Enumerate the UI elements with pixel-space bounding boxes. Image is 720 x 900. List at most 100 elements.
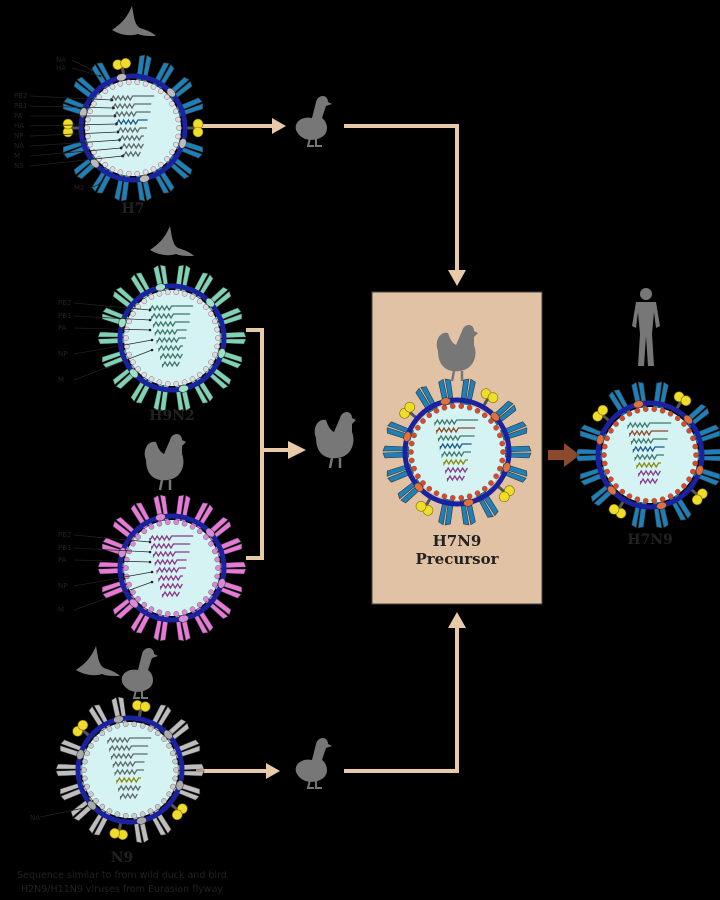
final-arrow <box>548 443 580 467</box>
viral-core <box>602 407 698 503</box>
rna-segment <box>436 426 476 435</box>
arrowheads <box>266 118 466 779</box>
rna-segment <box>630 437 668 446</box>
viral-core <box>82 722 178 818</box>
gene-label: M <box>58 606 64 614</box>
rna-segment <box>110 94 155 103</box>
rna-segment <box>632 445 665 454</box>
rna-segment <box>110 752 148 761</box>
neuraminidase-spike <box>132 699 151 722</box>
neuraminidase-spike <box>183 118 204 138</box>
rna-segment <box>154 558 187 567</box>
arrowhead <box>564 443 580 467</box>
rna-segment <box>634 453 664 462</box>
neuraminidase-spike <box>673 391 692 413</box>
label-h7: H7 <box>122 201 145 217</box>
viral-envelope <box>117 513 227 623</box>
rna-segment <box>437 434 475 443</box>
rna-segment <box>158 574 183 583</box>
rna-segment <box>116 776 141 785</box>
rna-segment <box>156 336 186 345</box>
arrowhead <box>288 441 306 459</box>
gene-label: PB2 <box>58 299 71 307</box>
rna-segment <box>118 784 141 793</box>
arrowhead <box>448 270 466 286</box>
virus-h9n2-variant <box>97 494 247 642</box>
rna-segment <box>161 360 180 369</box>
gene-label: M <box>58 376 64 384</box>
rna-segment <box>119 134 144 143</box>
arrowhead <box>266 763 280 779</box>
rna-segment <box>152 320 190 329</box>
gene-label: M <box>14 152 20 160</box>
rna-segment <box>443 458 468 467</box>
rna-segment <box>636 461 661 470</box>
note-line-2: H2N9/H11N9 viruses from Eurasian flyway <box>21 884 223 895</box>
rna-segment <box>627 421 672 430</box>
gene-label: PA <box>58 556 67 564</box>
bird-icon <box>76 646 120 676</box>
gene-label: NS <box>14 162 24 170</box>
gene-label: PB2 <box>58 531 71 539</box>
viral-envelope <box>75 715 185 825</box>
gene-label: PB1 <box>58 544 71 552</box>
rna-segment <box>112 760 145 769</box>
label-precursor-subtitle: Precursor <box>415 550 499 568</box>
rna-segment <box>149 534 194 543</box>
virus-h9n2 <box>97 264 247 412</box>
virus-h7n9 <box>575 381 720 529</box>
gene-label: PB2 <box>14 92 27 100</box>
rna-segment <box>109 744 149 753</box>
viral-envelope <box>78 73 188 183</box>
viral-envelope <box>595 400 705 510</box>
virus-h7n9-precursor <box>382 378 532 526</box>
gene-label: NA <box>56 56 66 64</box>
note-line-1: Sequence similar to from wild duck and b… <box>17 870 227 881</box>
rna-segment <box>434 418 479 427</box>
bird-icon <box>112 6 156 36</box>
viral-envelope <box>117 283 227 393</box>
rna-segment <box>122 150 141 159</box>
chicken-icon <box>143 432 188 492</box>
rna-segment <box>149 304 194 313</box>
gene-label: NA <box>30 814 40 822</box>
arrowhead <box>272 118 286 134</box>
gene-label: NP <box>58 582 67 590</box>
rna-segment <box>629 429 669 438</box>
rna-segment <box>638 469 661 478</box>
rna-segment <box>151 542 191 551</box>
rna-segment <box>441 450 471 459</box>
n9-gene-label: NA <box>30 807 85 822</box>
gene-label: HA <box>56 64 66 72</box>
rna-segment <box>160 582 183 591</box>
arrow-duck-to-precursor-bottom <box>344 628 459 773</box>
gene-label: HA <box>14 122 24 130</box>
gene-label: NP <box>14 132 23 140</box>
rna-segment <box>639 477 658 486</box>
bracket-internal-genes <box>246 328 264 560</box>
rna-segment <box>446 474 465 483</box>
label-h9n2: H9N2 <box>149 408 195 424</box>
bird-icon <box>150 226 194 256</box>
virus-n9 <box>55 696 205 844</box>
connector-arrows <box>196 124 459 773</box>
duck-icon <box>294 95 333 147</box>
rna-segment <box>117 126 147 135</box>
gene-label: NP <box>58 350 67 358</box>
rna-segment <box>121 142 144 151</box>
rna-segment <box>107 736 152 745</box>
rna-segment <box>152 550 190 559</box>
gene-label: NA <box>14 142 24 150</box>
viral-core <box>124 520 220 616</box>
rna-segment <box>119 792 138 801</box>
label-final-h7n9: H7N9 <box>627 532 673 548</box>
viral-core <box>124 290 220 386</box>
rna-segment <box>439 442 472 451</box>
gene-label: PA <box>14 112 23 120</box>
duck-icon <box>294 737 333 789</box>
gene-label: PB1 <box>14 102 27 110</box>
